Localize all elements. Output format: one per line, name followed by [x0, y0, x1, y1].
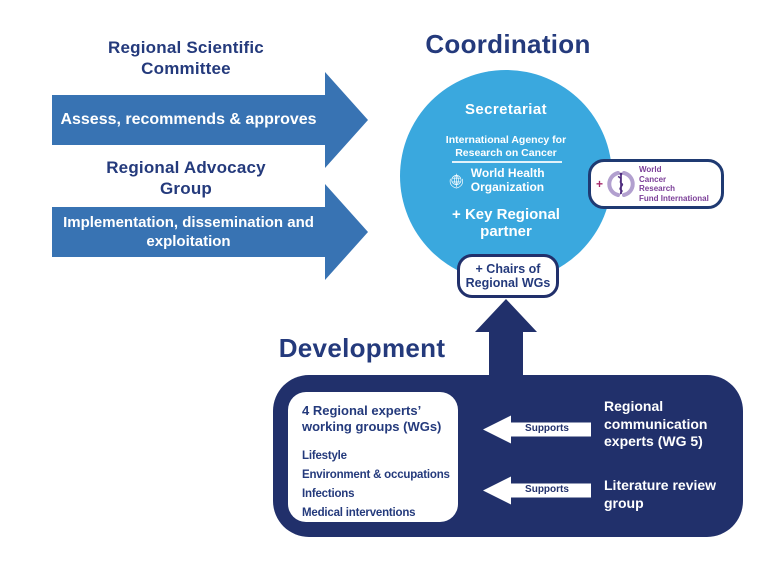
wcrf-line-3: Research	[639, 184, 676, 193]
chairs-regional-wgs-box: + Chairs of Regional WGs	[457, 254, 559, 298]
wcrf-label: World Cancer Research Fund International	[639, 165, 709, 203]
supports-label-2: Supports	[525, 484, 569, 495]
wg-item-medical: Medical interventions	[302, 507, 416, 519]
assess-arrow-label: Assess, recommends & approves	[60, 111, 317, 128]
who-lockup: World Health Organization	[448, 166, 568, 194]
iarc-label: International Agency for Research on Can…	[445, 134, 567, 159]
assess-arrow-shape	[52, 72, 368, 168]
wcrf-line-2: Cancer	[639, 174, 667, 184]
secretariat-circle	[400, 70, 612, 282]
working-groups-box	[288, 392, 458, 522]
implementation-arrow-shape	[52, 184, 368, 280]
wg-item-infections: Infections	[302, 488, 355, 500]
supports-label-1: Supports	[525, 423, 569, 434]
scientific-committee-title: Regional Scientific Committee	[108, 38, 264, 78]
chairs-label: + Chairs of Regional WGs	[465, 262, 551, 290]
iarc-who-divider	[452, 161, 562, 163]
working-groups-heading: 4 Regional experts’ working groups (WGs)	[302, 403, 442, 434]
working-groups-list: Lifestyle Environment & occupations Infe…	[302, 447, 450, 523]
literature-review-label: Literature review group	[604, 477, 717, 511]
wcrf-plus-sign: +	[596, 177, 604, 191]
wg-item-lifestyle: Lifestyle	[302, 450, 347, 462]
wg-item-environment: Environment & occupations	[302, 469, 450, 481]
supports-arrow-2	[483, 476, 591, 505]
development-title: Development	[278, 333, 446, 363]
wcrf-line-4: Fund International	[639, 193, 709, 203]
who-emblem-icon	[449, 173, 464, 188]
wcrf-logo-icon	[607, 171, 635, 197]
secretariat-label: Secretariat	[465, 101, 547, 118]
wcrf-badge: + World Cancer Research Fund Internation…	[588, 159, 724, 209]
who-label: World Health Organization	[470, 166, 545, 194]
supports-arrow-1	[483, 415, 591, 444]
wcrf-line-1: World	[639, 165, 662, 174]
advocacy-group-title: Regional Advocacy Group	[106, 158, 266, 198]
key-partner-label: + Key Regional partner	[452, 206, 560, 240]
implementation-arrow-label: Implementation, dissemination and exploi…	[63, 214, 314, 250]
development-up-arrow	[475, 299, 537, 377]
coordination-title: Coordination	[425, 29, 591, 59]
communication-experts-label: Regional communication experts (WG 5)	[604, 398, 708, 449]
